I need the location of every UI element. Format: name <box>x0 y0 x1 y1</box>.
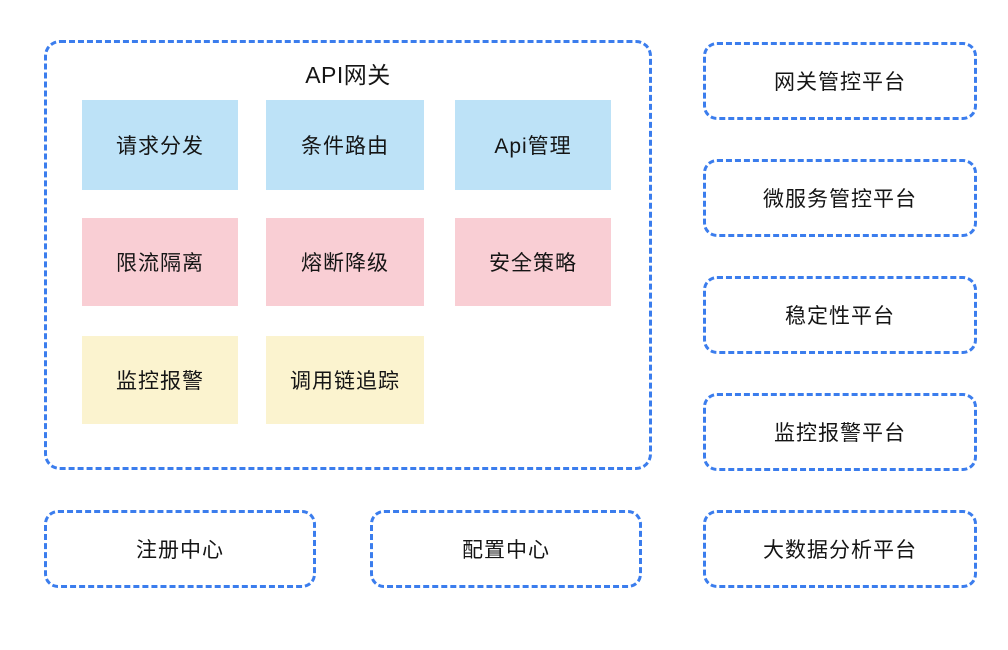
node-monitor-alert-platform: 监控报警平台 <box>703 393 977 471</box>
node-circuit-break-degrade: 熔断降级 <box>266 218 424 306</box>
node-rate-limit-isolation: 限流隔离 <box>82 218 238 306</box>
node-api-management: Api管理 <box>455 100 611 190</box>
node-microservice-management-platform: 微服务管控平台 <box>703 159 977 237</box>
node-bigdata-analytics-platform: 大数据分析平台 <box>703 510 977 588</box>
node-monitor-alert: 监控报警 <box>82 336 238 424</box>
node-request-dispatch: 请求分发 <box>82 100 238 190</box>
api-gateway-title: API网关 <box>305 62 391 88</box>
node-security-policy: 安全策略 <box>455 218 611 306</box>
node-gateway-management-platform: 网关管控平台 <box>703 42 977 120</box>
node-registry-center: 注册中心 <box>44 510 316 588</box>
node-config-center: 配置中心 <box>370 510 642 588</box>
node-stability-platform: 稳定性平台 <box>703 276 977 354</box>
node-call-chain-tracing: 调用链追踪 <box>266 336 424 424</box>
node-conditional-routing: 条件路由 <box>266 100 424 190</box>
